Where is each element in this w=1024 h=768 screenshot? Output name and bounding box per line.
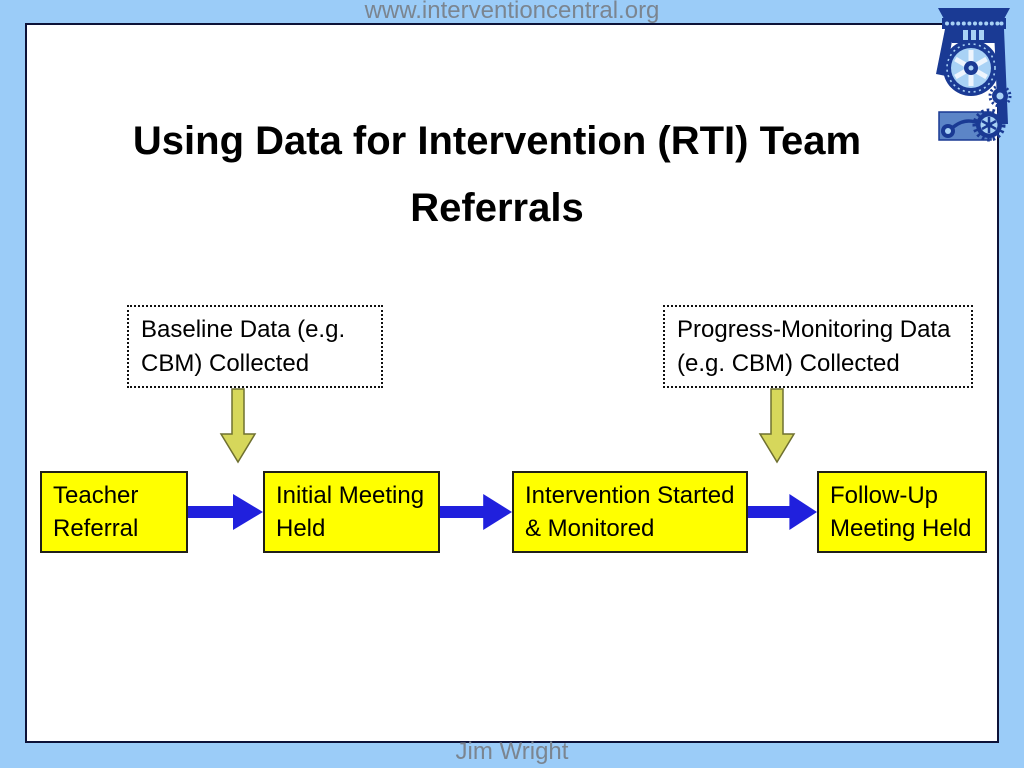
flow-step-intervention-started: Intervention Started & Monitored	[512, 471, 748, 553]
right-arrow-icon	[188, 494, 263, 530]
down-arrow-icon	[219, 388, 257, 464]
flow-step-teacher-referral: Teacher Referral	[40, 471, 188, 553]
right-arrow-icon	[748, 494, 817, 530]
annotation-progress-monitoring-data: Progress-Monitoring Data (e.g. CBM) Coll…	[663, 305, 973, 388]
flow-step-initial-meeting: Initial Meeting Held	[263, 471, 440, 553]
down-arrow-icon	[758, 388, 796, 464]
flow-step-follow-up-meeting: Follow-Up Meeting Held	[817, 471, 987, 553]
author-name: Jim Wright	[455, 738, 569, 765]
site-url-header: www.interventioncentral.org	[364, 0, 660, 24]
right-arrow-icon	[440, 494, 512, 530]
printing-press-logo-icon	[936, 8, 1012, 142]
slide-title: Using Data for Intervention (RTI) Team R…	[132, 119, 862, 230]
annotation-baseline-data: Baseline Data (e.g. CBM) Collected	[127, 305, 383, 388]
